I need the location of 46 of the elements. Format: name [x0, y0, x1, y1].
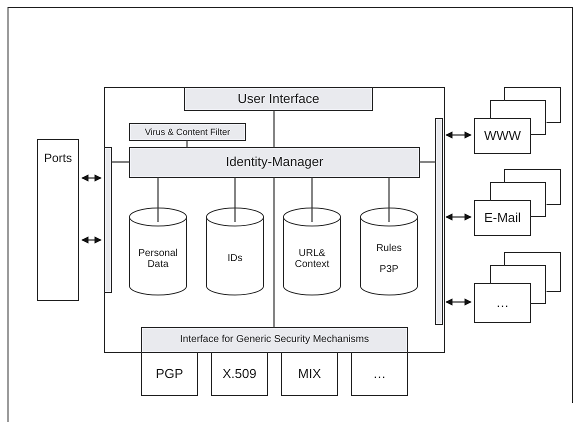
component-box: [141, 352, 198, 396]
component-box: [281, 352, 338, 396]
node-label: X.509: [222, 366, 256, 382]
double-arrow: [445, 298, 472, 306]
interface-bar: [129, 123, 246, 141]
node-label: Personal Data: [137, 248, 179, 270]
component-box: [211, 352, 268, 396]
interface-bar: [129, 147, 420, 178]
node-label: Ports: [44, 152, 72, 166]
node-label: MIX: [298, 366, 322, 382]
connector-line: [311, 178, 313, 222]
connector-line: [273, 178, 275, 327]
double-arrow: [445, 131, 472, 139]
node-label: Rules: [375, 242, 403, 254]
double-arrow: [445, 213, 472, 221]
service-box: [474, 283, 531, 323]
node-label: P3P: [378, 264, 400, 276]
connector-line: [420, 161, 435, 163]
connector-line: [388, 178, 390, 222]
connector-bar: [104, 147, 112, 293]
node-label: Interface for Generic Security Mechanisms: [180, 334, 369, 346]
node-label: IDs: [226, 253, 244, 265]
node-label: WWW: [484, 128, 521, 144]
interface-bar: [141, 327, 408, 353]
connector-bar: [435, 118, 443, 325]
interface-bar: [184, 87, 373, 111]
node-label: User Interface: [238, 92, 320, 106]
node-label: …: [373, 366, 386, 382]
node-label: Virus & Content Filter: [144, 126, 230, 138]
service-box: [474, 200, 531, 236]
double-arrow: [81, 236, 102, 244]
node-label: URL& Context: [294, 248, 330, 270]
node-label: E-Mail: [484, 210, 521, 226]
connector-line: [273, 111, 275, 147]
node-label: …: [496, 296, 509, 310]
connector-line: [186, 141, 188, 147]
service-box: [474, 118, 531, 154]
connector-line: [157, 178, 159, 222]
component-box: [37, 139, 79, 301]
system-box: [104, 87, 445, 353]
connector-line: [234, 178, 236, 222]
connector-line: [112, 161, 129, 163]
node-label: PGP: [156, 366, 184, 382]
node-label: Identity-Manager: [226, 155, 324, 170]
component-box: [351, 352, 408, 396]
double-arrow: [81, 174, 102, 182]
